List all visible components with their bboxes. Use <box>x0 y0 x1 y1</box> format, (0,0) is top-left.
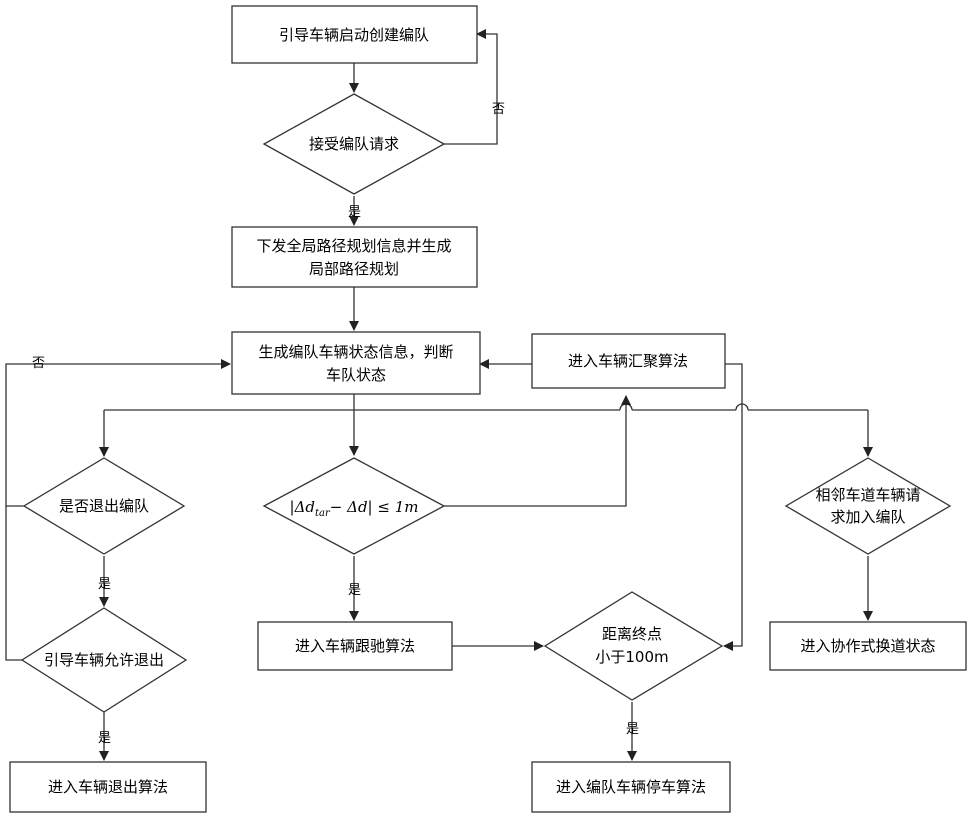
node-exit-algo-text: 进入车辆退出算法 <box>48 778 168 796</box>
node-start-text: 引导车辆启动创建编队 <box>279 26 429 44</box>
node-follow: 进入车辆跟驰算法 <box>258 622 452 670</box>
node-global-plan: 下发全局路径规划信息并生成 局部路径规划 <box>232 227 477 287</box>
label-no-left: 否 <box>32 356 45 371</box>
node-accept-request: 接受编队请求 <box>264 94 444 194</box>
node-leader-allow-text: 引导车辆允许退出 <box>44 651 164 669</box>
node-distance: 距离终点 小于100m <box>545 592 722 700</box>
node-leader-allow: 引导车辆允许退出 <box>22 608 186 712</box>
node-accept-request-text: 接受编队请求 <box>309 135 399 153</box>
node-lane-change: 进入协作式换道状态 <box>770 622 966 670</box>
label-yes-allow: 是 <box>98 731 111 746</box>
edge-converge-distance <box>724 364 742 646</box>
node-follow-text: 进入车辆跟驰算法 <box>295 637 415 655</box>
label-yes-formula: 是 <box>348 583 361 598</box>
label-yes-exit: 是 <box>98 577 111 592</box>
node-status-line2: 车队状态 <box>326 366 386 384</box>
node-formula: |Δdtar− Δd| ≤ 1m <box>264 458 444 554</box>
label-yes-top: 是 <box>348 205 361 220</box>
edge-formula-converge <box>444 396 626 506</box>
node-distance-line2: 小于100m <box>595 648 668 666</box>
node-exit-query: 是否退出编队 <box>24 458 184 554</box>
node-status: 生成编队车辆状态信息，判断 车队状态 <box>232 332 480 394</box>
node-start: 引导车辆启动创建编队 <box>232 6 477 63</box>
node-stop-algo-text: 进入编队车辆停车算法 <box>556 778 706 796</box>
node-global-plan-line1: 下发全局路径规划信息并生成 <box>256 237 451 255</box>
edge-allow-no-loop <box>6 506 24 660</box>
node-status-line1: 生成编队车辆状态信息，判断 <box>258 343 453 361</box>
node-exit-algo: 进入车辆退出算法 <box>10 762 206 812</box>
formula-sub: tar <box>315 508 331 519</box>
node-exit-query-text: 是否退出编队 <box>59 497 149 515</box>
node-neighbor-line1: 相邻车道车辆请 <box>815 486 920 504</box>
node-stop-algo: 进入编队车辆停车算法 <box>532 762 730 812</box>
formula-main: |Δd <box>290 498 316 516</box>
node-converge: 进入车辆汇聚算法 <box>532 334 725 388</box>
node-global-plan-line2: 局部路径规划 <box>309 260 399 278</box>
node-distance-line1: 距离终点 <box>602 625 662 643</box>
node-converge-text: 进入车辆汇聚算法 <box>568 352 688 370</box>
node-neighbor-line2: 求加入编队 <box>830 508 905 526</box>
label-yes-distance: 是 <box>626 722 639 737</box>
node-formula-text: |Δdtar− Δd| ≤ 1m <box>290 498 419 519</box>
node-neighbor: 相邻车道车辆请 求加入编队 <box>786 458 950 554</box>
formula-rest: − Δd| ≤ 1m <box>330 498 419 516</box>
node-lane-change-text: 进入协作式换道状态 <box>800 637 935 655</box>
label-no-top: 否 <box>492 102 505 117</box>
